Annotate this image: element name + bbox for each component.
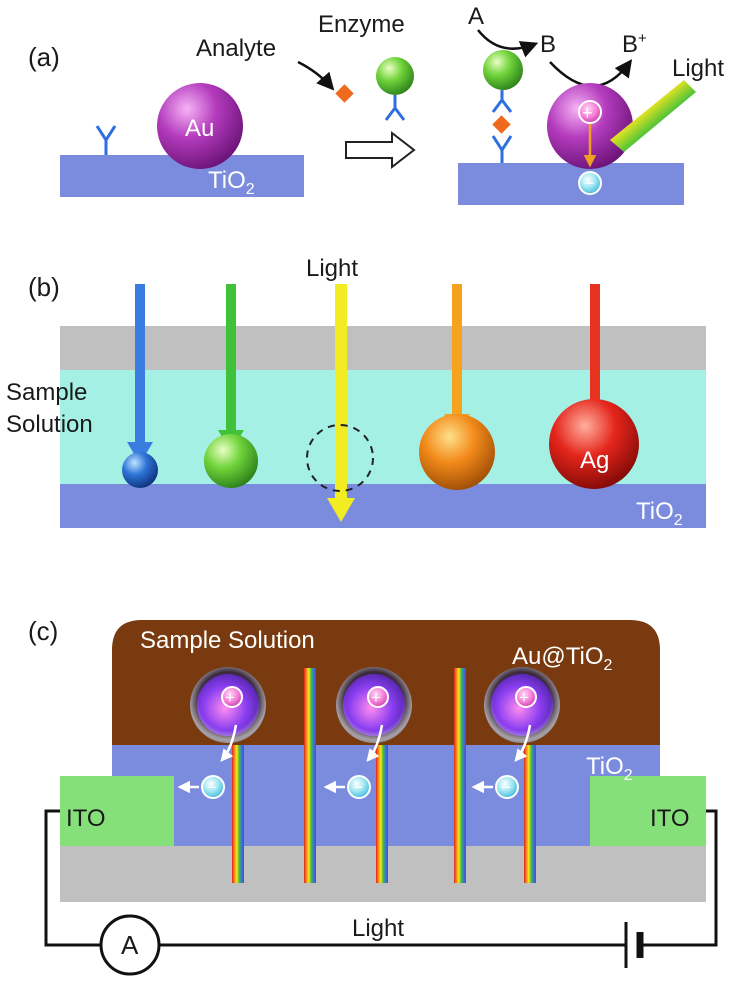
panel-a-label: (a)	[28, 42, 60, 72]
sample-label-line2: Solution	[6, 411, 93, 438]
enzyme-antibody-icon	[384, 95, 406, 121]
panel-c: (c) ITO ITO Sample Solution Au@TiO2 TiO2…	[28, 616, 718, 976]
bound-enzyme-sphere	[483, 50, 523, 90]
bound-analyte-icon	[492, 115, 511, 134]
light-beam	[610, 80, 696, 152]
reactant-a-label: A	[468, 3, 484, 30]
sample-label-line1: Sample	[6, 379, 87, 406]
hole-icon	[515, 686, 537, 708]
enzyme-label: Enzyme	[318, 11, 405, 38]
ammeter-label: A	[121, 930, 139, 960]
hole-plus-sign: +	[582, 103, 593, 123]
ag-label: Ag	[580, 447, 609, 474]
electron-icon	[578, 171, 602, 195]
antibody-icon	[95, 125, 117, 155]
light-label-c: Light	[352, 915, 404, 942]
empty-site-dashed-circle	[306, 424, 374, 492]
hole-icon	[221, 686, 243, 708]
ito-right-label: ITO	[650, 805, 690, 832]
ito-electrode-right	[590, 776, 706, 846]
panel-a: (a) TiO2 Au Analyte Enzyme	[28, 3, 724, 205]
electron-minus-sign: −	[501, 778, 511, 797]
green-nanoparticle	[204, 434, 258, 488]
core-shell-particle-2: +	[336, 667, 412, 743]
electron-transfer-2: −	[323, 724, 384, 799]
analyte-label: Analyte	[196, 35, 276, 62]
b-to-bplus-arrow	[549, 59, 633, 88]
electron-icon	[201, 775, 225, 799]
battery-icon	[624, 922, 644, 968]
detection-antibody-icon	[491, 90, 513, 113]
ito-left-label: ITO	[66, 805, 106, 832]
au-nanoparticle	[157, 83, 243, 169]
electron-minus-sign: −	[584, 173, 595, 193]
glass-top-b	[60, 326, 706, 370]
tio2-layer-b	[60, 484, 706, 528]
panel-b: (b) Sample Solution Light	[6, 255, 706, 529]
hole-plus-sign: +	[371, 688, 381, 707]
au-label: Au	[185, 115, 214, 142]
ag-nanoparticle	[549, 399, 639, 489]
analyte-pointer-arrow	[297, 60, 335, 91]
core-shell-particle-3: +	[484, 667, 560, 743]
product-bplus-label: B+	[622, 30, 647, 58]
analyte-diamond-icon	[335, 84, 354, 103]
blue-nanoparticle	[122, 452, 158, 488]
hole-icon	[578, 100, 602, 124]
hole-plus-sign: +	[225, 688, 235, 707]
light-arrow-yellow	[327, 284, 355, 522]
tio2-label-c: TiO2	[586, 753, 633, 784]
electron-icon	[495, 775, 519, 799]
process-arrow-icon	[345, 130, 416, 170]
electron-minus-sign: −	[207, 778, 217, 797]
core-shell-particle-1: +	[190, 667, 266, 743]
electron-transfer-3: −	[471, 724, 532, 799]
product-b-label: B	[540, 31, 556, 58]
hole-plus-sign: +	[519, 688, 529, 707]
tio2-label-a: TiO2	[208, 167, 255, 198]
electron-transfer-1: −	[177, 724, 238, 799]
au-tio2-label: Au@TiO2	[512, 643, 613, 674]
sandwich-assembly	[483, 50, 523, 163]
external-circuit	[44, 809, 718, 947]
ammeter-icon	[99, 914, 161, 976]
orange-nanoparticle	[419, 414, 495, 490]
capture-antibody-icon	[491, 135, 513, 163]
hole-icon	[367, 686, 389, 708]
sample-solution-label: Sample Solution	[140, 627, 315, 654]
electron-minus-sign: −	[353, 778, 363, 797]
light-beam-c3	[376, 745, 388, 883]
light-beam-c4	[454, 668, 466, 883]
light-beam-c1	[232, 745, 244, 883]
tio2-substrate-right	[458, 163, 684, 205]
electron-icon	[347, 775, 371, 799]
a-to-b-arrow	[477, 29, 539, 58]
enzyme-sphere	[376, 57, 414, 95]
light-beam-c2	[304, 668, 316, 883]
light-beam-c5	[524, 745, 536, 883]
panel-c-label: (c)	[28, 616, 58, 646]
ito-electrode-left	[60, 776, 174, 846]
panel-b-label: (b)	[28, 272, 60, 302]
tio2-label-b: TiO2	[636, 498, 683, 529]
light-label-a: Light	[672, 55, 724, 82]
light-label-b: Light	[306, 255, 358, 282]
